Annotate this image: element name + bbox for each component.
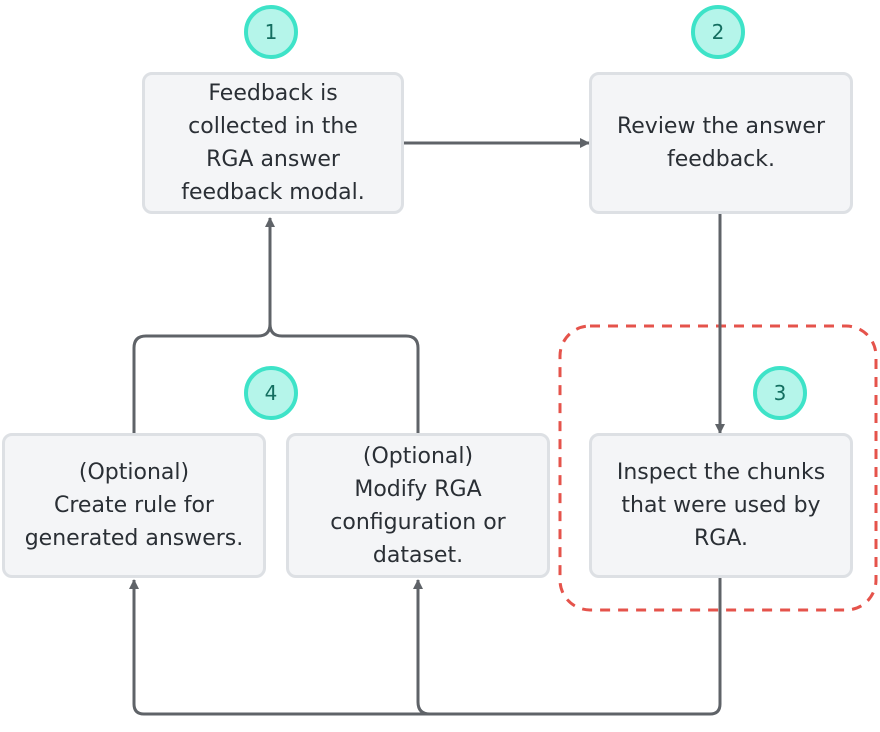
step-2-text: Review the answer feedback. bbox=[616, 114, 826, 172]
step-4b-text: (Optional) Modify RGA configuration or d… bbox=[330, 443, 506, 568]
step-1-badge: 1 bbox=[244, 5, 298, 59]
step-1-badge-number: 1 bbox=[264, 20, 278, 44]
step-2-badge: 2 bbox=[691, 5, 745, 59]
step-3-box: Inspect the chunks that were used by RGA… bbox=[589, 433, 853, 578]
connector-step3-to-step4b bbox=[413, 579, 431, 716]
step-4-badge-number: 4 bbox=[264, 381, 278, 405]
step-4-badge: 4 bbox=[244, 366, 298, 420]
connector-step4b-to-step1 bbox=[268, 323, 420, 433]
step-3-badge-number: 3 bbox=[773, 381, 787, 405]
step-3-badge: 3 bbox=[753, 366, 807, 420]
step-4b-box: (Optional) Modify RGA configuration or d… bbox=[286, 433, 550, 578]
step-2-badge-number: 2 bbox=[711, 20, 725, 44]
step-2-box: Review the answer feedback. bbox=[589, 72, 853, 214]
step-4a-text: (Optional) Create rule for generated ans… bbox=[24, 460, 244, 551]
step-4a-box: (Optional) Create rule for generated ans… bbox=[2, 433, 266, 578]
step-3-text: Inspect the chunks that were used by RGA… bbox=[616, 460, 826, 551]
step-1-box: Feedback is collected in the RGA answer … bbox=[142, 72, 404, 214]
step-1-text: Feedback is collected in the RGA answer … bbox=[181, 81, 365, 205]
step-3-highlight bbox=[558, 324, 878, 612]
connector-step3-to-step4a bbox=[129, 578, 722, 716]
